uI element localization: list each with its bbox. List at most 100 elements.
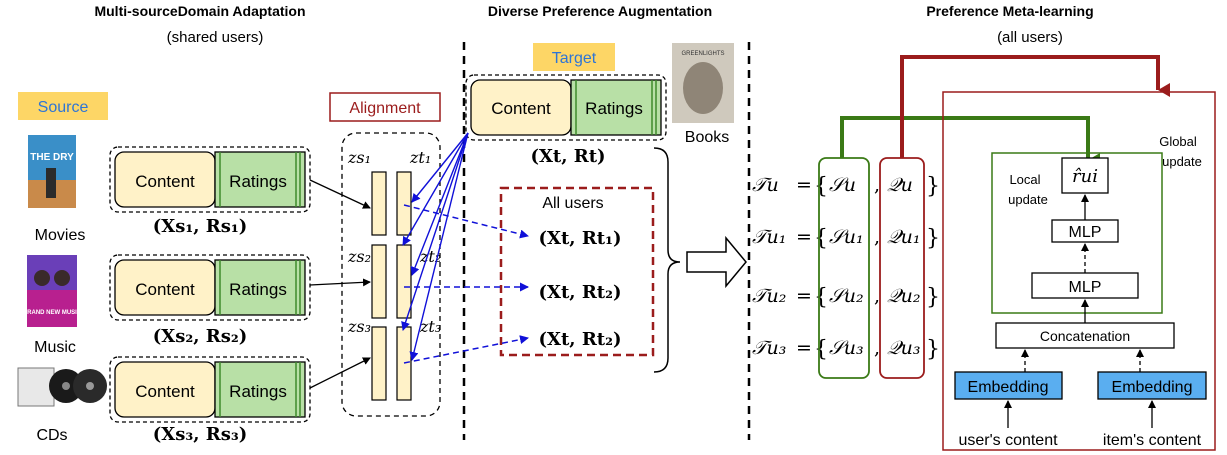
source-block-music: Content Ratings [109,254,311,321]
music-poster: BRAND NEW MUSIC [23,255,82,327]
embedding-right-label: Embedding [1112,379,1193,396]
query-set: 𝒬u₃ [887,337,921,359]
left-section-title: Multi-sourceDomain Adaptation [94,3,305,19]
task-row-0: 𝒯u = { 𝒮u , 𝒬u } [752,174,940,199]
embedding-right-box [1097,371,1207,400]
content-label: Content [491,99,551,118]
support-set: 𝒮u₃ [829,337,864,359]
alignment-arrow [411,132,469,203]
support-to-local-arrow [840,116,1100,167]
cds-label: CDs [36,427,67,444]
global-update-label-2: update [1162,154,1202,169]
local-update-label-1: Local [1009,172,1040,187]
latent-target-1: zt₁ [409,148,431,167]
movies-poster: THE DRY [28,135,76,208]
embedding-left-box [954,371,1063,400]
right-section-subtitle: (all users) [997,29,1063,46]
content-label: Content [135,172,195,191]
brace-close: } [926,285,940,310]
flow-arrow [686,235,747,289]
source-badge [18,92,108,120]
comma: , [874,337,880,359]
ratings-box [214,361,306,418]
mlp-top-label: MLP [1069,224,1102,241]
all-users-box [499,186,655,357]
all-users-label: All users [542,195,603,212]
query-to-global-arrow [900,55,1170,158]
alignment-container [341,132,441,417]
target-block: Content Ratings [465,74,667,141]
concatenation-box [995,322,1175,349]
brace-close: } [926,226,940,251]
content-label: Content [135,382,195,401]
latent-target-3: zt₃ [419,317,441,336]
music-label: Music [34,339,76,356]
source-latent-bar [371,171,387,236]
ratings-label: Ratings [229,172,287,191]
encode-arrow [309,357,371,389]
target-formula: (Xt, Rt) [530,146,605,167]
augmentation-arrow [403,204,529,239]
source-formula-music: (Xs₂, Rs₂) [153,326,248,347]
task-lhs: 𝒯u₁ [752,226,786,248]
ratings-box [214,259,306,316]
svg-text:BRAND NEW MUSIC: BRAND NEW MUSIC [23,310,82,316]
ratings-box [570,79,662,136]
right-section-title: Preference Meta-learning [926,3,1093,19]
user-content-label: user's content [958,432,1058,449]
prediction-label: r̂ui [1072,166,1098,187]
ratings-label: Ratings [229,280,287,299]
augmented-formula-3: (Xt, Rt₂) [538,329,621,350]
comma: , [874,285,880,307]
target-latent-bar [396,171,412,236]
local-update-label-2: update [1008,192,1048,207]
augmented-formula-1: (Xt, Rt₁) [538,228,621,249]
task-eq: = [796,337,812,359]
books-cover: GREENLIGHTS [672,43,734,123]
augmented-formula-2: (Xt, Rt₂) [538,282,621,303]
books-label: Books [685,129,729,146]
target-badge-label: Target [552,50,597,67]
ratings-label: Ratings [229,382,287,401]
brace-close: } [926,337,940,362]
target-badge [533,43,615,71]
ratings-label: Ratings [585,99,643,118]
source-block-cds: Content Ratings [109,356,311,423]
task-lhs: 𝒯u₂ [752,285,786,307]
task-eq: = [796,226,812,248]
brace-open: { [814,226,828,251]
alignment-arrow [401,132,469,331]
svg-text:THE DRY: THE DRY [30,152,74,163]
encode-arrow [309,179,371,209]
item-content-label: item's content [1103,432,1202,449]
brace-open: { [814,174,828,199]
local-update-box [991,152,1163,314]
movies-label: Movies [35,227,86,244]
encode-arrow [309,278,371,287]
prediction-box [1061,157,1109,194]
svg-text:GREENLIGHTS: GREENLIGHTS [681,51,724,57]
alignment-arrow [409,132,469,361]
brace-open: { [814,285,828,310]
support-set: 𝒮u₂ [829,285,864,307]
latent-source-1: zs₁ [347,148,371,167]
left-section-subtitle: (shared users) [167,29,264,46]
concatenation-label: Concatenation [1040,328,1130,344]
task-eq: = [796,285,812,307]
ratings-box [214,151,306,208]
task-row-3: 𝒯u₃ = { 𝒮u₃ , 𝒬u₃ } [752,337,940,362]
source-formula-cds: (Xs₃, Rs₃) [153,424,248,445]
latent-source-3: zs₃ [347,317,371,336]
brace-close: } [926,174,940,199]
middle-section-title: Diverse Preference Augmentation [488,3,712,19]
task-eq: = [796,174,812,196]
alignment-arrow [402,132,469,246]
augmented-brace [653,147,681,373]
support-set: 𝒮u₁ [829,226,864,248]
task-row-1: 𝒯u₁ = { 𝒮u₁ , 𝒬u₁ } [752,226,940,251]
task-row-2: 𝒯u₂ = { 𝒮u₂ , 𝒬u₂ } [752,285,940,310]
query-set: 𝒬u₂ [887,285,921,307]
target-latent-bar [396,326,412,401]
alignment-badge [329,92,441,122]
target-latent-bar [396,244,412,319]
